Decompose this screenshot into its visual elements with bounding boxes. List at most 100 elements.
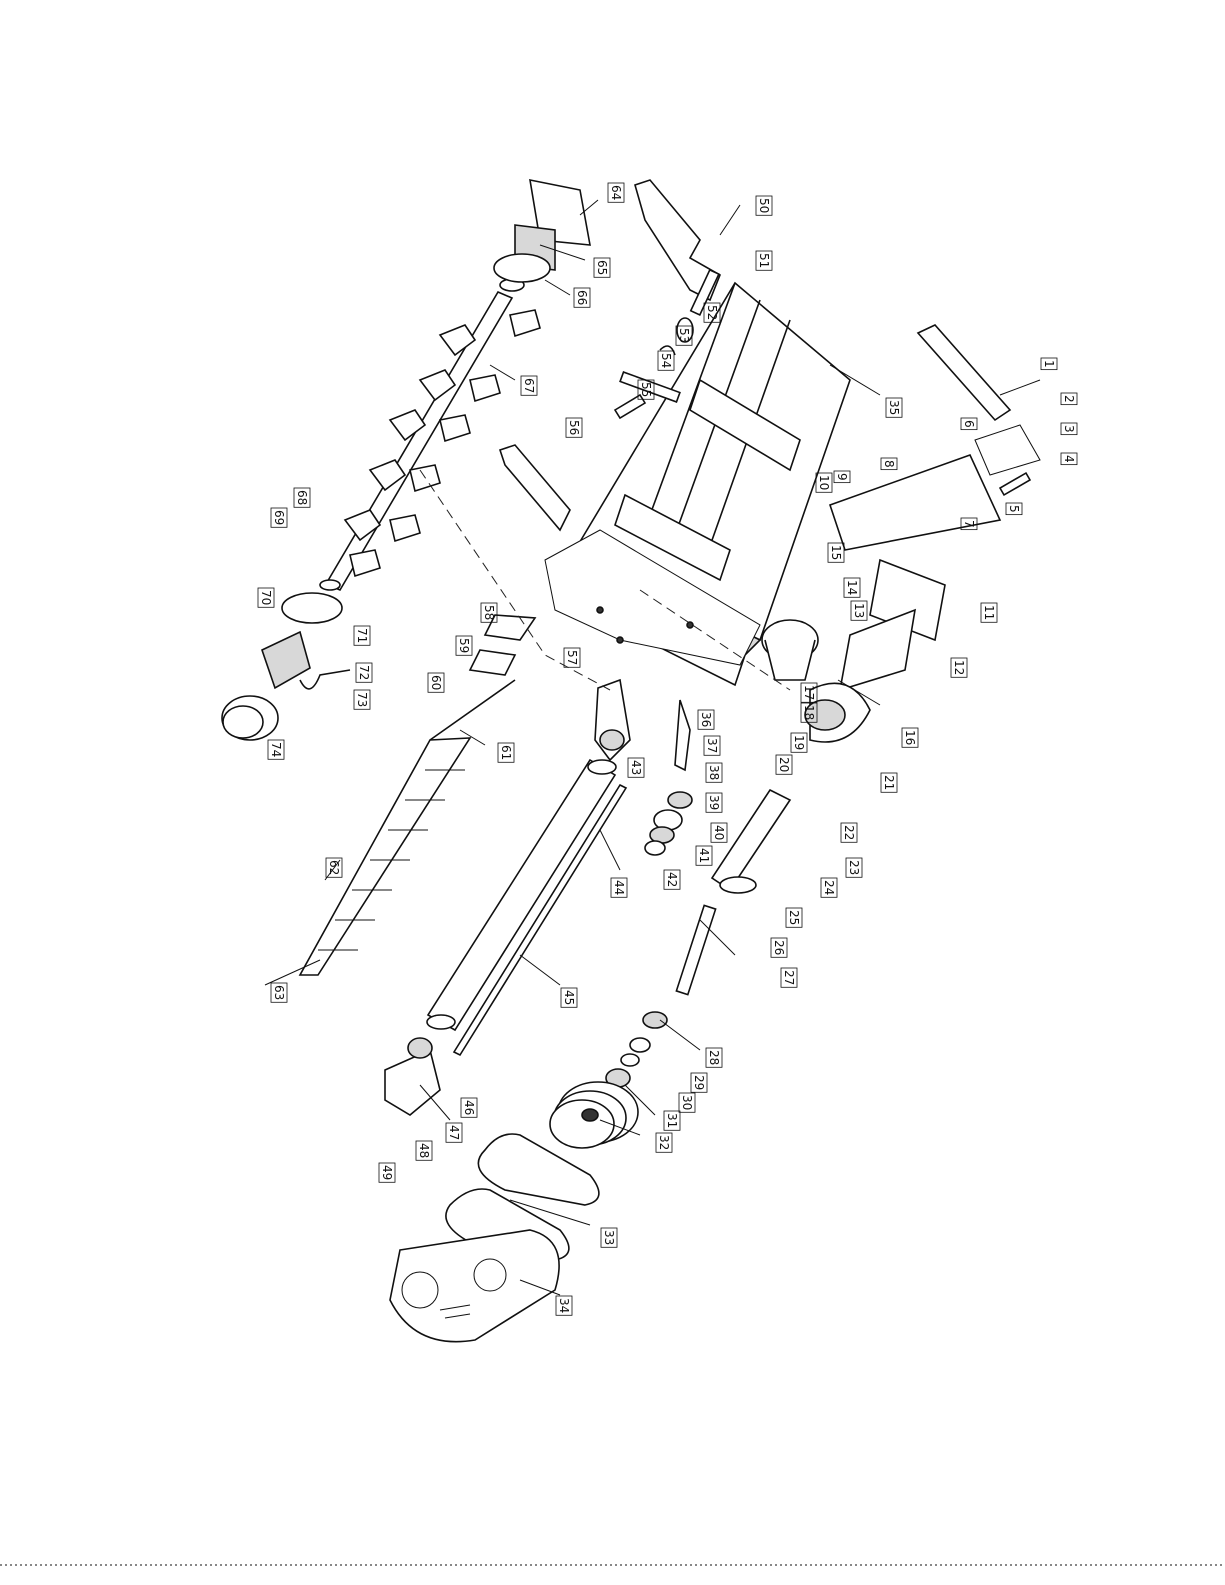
part-label-5: 5 <box>1006 503 1022 515</box>
part-number: 58 <box>482 605 496 620</box>
part-label-1: 1 <box>1041 358 1057 370</box>
part-label-8: 8 <box>881 458 897 470</box>
part-label-26: 26 <box>771 938 787 957</box>
part-label-52: 52 <box>704 303 720 322</box>
part-number: 7 <box>962 520 976 528</box>
part-label-35: 35 <box>886 398 902 417</box>
part-number: 31 <box>665 1113 679 1128</box>
part-number: 57 <box>565 650 579 665</box>
part-label-34: 34 <box>556 1296 572 1315</box>
part-number: 62 <box>327 860 341 875</box>
part-label-28: 28 <box>706 1048 722 1067</box>
part-label-55: 55 <box>638 380 654 399</box>
part-label-74: 74 <box>268 740 284 759</box>
part-label-70: 70 <box>258 588 274 607</box>
part-label-61: 61 <box>498 743 514 762</box>
part-number: 14 <box>845 580 859 595</box>
part-label-25: 25 <box>786 908 802 927</box>
part-label-44: 44 <box>611 878 627 897</box>
part-number: 49 <box>380 1165 394 1180</box>
part-label-57: 57 <box>564 648 580 667</box>
part-number: 21 <box>882 775 896 790</box>
part-label-66: 66 <box>574 288 590 307</box>
part-label-48: 48 <box>416 1141 432 1160</box>
part-number: 44 <box>612 880 626 895</box>
part-number: 56 <box>567 420 581 435</box>
part-number: 8 <box>882 460 896 468</box>
part-label-27: 27 <box>781 968 797 987</box>
part-label-14: 14 <box>844 578 860 597</box>
part-number: 74 <box>269 742 283 757</box>
part-number: 2 <box>1062 395 1076 403</box>
part-label-53: 53 <box>676 326 692 345</box>
part-label-30: 30 <box>679 1093 695 1112</box>
part-number: 61 <box>499 745 513 760</box>
part-label-50: 50 <box>756 196 772 215</box>
part-number: 9 <box>835 473 849 481</box>
flails <box>345 310 540 576</box>
part-number: 40 <box>712 825 726 840</box>
part-label-43: 43 <box>628 758 644 777</box>
part-number: 65 <box>595 260 609 275</box>
part-number: 71 <box>355 628 369 643</box>
part-number: 19 <box>792 735 806 750</box>
part-label-11: 11 <box>981 603 997 622</box>
part-label-56: 56 <box>566 418 582 437</box>
hitch-arm-upper <box>918 325 1010 420</box>
part-number: 26 <box>772 940 786 955</box>
part-label-68: 68 <box>294 488 310 507</box>
part-label-71: 71 <box>354 626 370 645</box>
part-number: 37 <box>705 738 719 753</box>
part-number: 73 <box>355 692 369 707</box>
part-number: 29 <box>692 1075 706 1090</box>
part-number: 47 <box>447 1125 461 1140</box>
part-label-16: 16 <box>902 728 918 747</box>
roller <box>427 760 616 1030</box>
part-number: 32 <box>657 1135 671 1150</box>
part-label-24: 24 <box>821 878 837 897</box>
part-label-42: 42 <box>664 870 680 889</box>
side-bracket <box>500 445 570 530</box>
part-label-40: 40 <box>711 823 727 842</box>
part-number: 53 <box>677 328 691 343</box>
part-number: 24 <box>822 880 836 895</box>
skid-plates <box>470 615 535 675</box>
rod <box>454 785 626 1055</box>
hitch-arm-lower <box>830 425 1040 550</box>
part-number: 63 <box>272 985 286 1000</box>
part-label-29: 29 <box>691 1073 707 1092</box>
part-number: 6 <box>962 420 976 428</box>
part-number: 34 <box>557 1298 571 1313</box>
part-label-15: 15 <box>828 543 844 562</box>
part-label-47: 47 <box>446 1123 462 1142</box>
part-label-45: 45 <box>561 988 577 1007</box>
part-number: 28 <box>707 1050 721 1065</box>
part-label-54: 54 <box>658 351 674 370</box>
part-number: 67 <box>522 378 536 393</box>
belt-cover <box>390 1230 559 1342</box>
part-number: 45 <box>562 990 576 1005</box>
part-number: 41 <box>697 848 711 863</box>
part-label-3: 3 <box>1061 423 1077 435</box>
part-label-23: 23 <box>846 858 862 877</box>
part-number: 4 <box>1062 455 1076 463</box>
part-label-36: 36 <box>698 710 714 729</box>
part-label-21: 21 <box>881 773 897 792</box>
part-label-59: 59 <box>456 636 472 655</box>
part-number: 69 <box>272 510 286 525</box>
part-number: 18 <box>802 705 816 720</box>
part-label-9: 9 <box>834 471 850 483</box>
part-label-22: 22 <box>841 823 857 842</box>
part-number: 33 <box>602 1230 616 1245</box>
part-label-39: 39 <box>706 793 722 812</box>
part-number: 15 <box>829 545 843 560</box>
rotor-shaft <box>320 279 524 590</box>
part-label-6: 6 <box>961 418 977 430</box>
part-number: 35 <box>887 400 901 415</box>
part-number: 48 <box>417 1143 431 1158</box>
part-label-2: 2 <box>1061 393 1077 405</box>
part-number: 66 <box>575 290 589 305</box>
part-label-63: 63 <box>271 983 287 1002</box>
part-label-46: 46 <box>461 1098 477 1117</box>
